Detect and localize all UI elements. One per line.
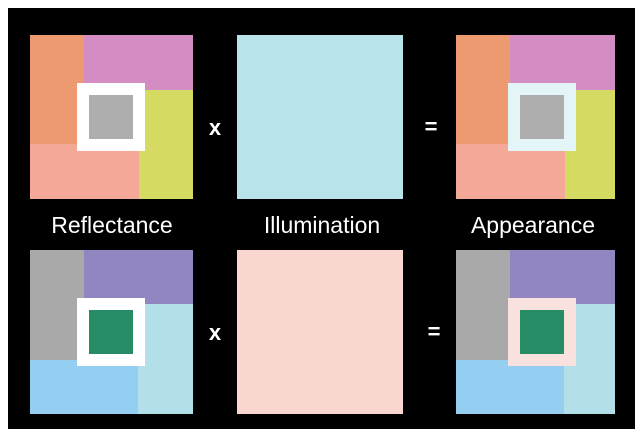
row1-illumination-panel [237, 35, 403, 199]
equals-sign: = [424, 114, 438, 139]
row2-appearance-panel [456, 250, 615, 414]
appearance-label: Appearance [470, 212, 596, 238]
multiply-sign: x [208, 320, 222, 345]
row1-reflectance-panel [30, 35, 193, 199]
row2-illumination-panel [237, 250, 403, 414]
row2-reflectance-panel [30, 250, 193, 414]
appearance-patch-top-left [456, 250, 510, 360]
appearance-center-patch [520, 310, 564, 354]
reflectance-center-patch [89, 310, 133, 354]
reflectance-patch-top-right [84, 35, 193, 90]
appearance-patch-top-right [510, 35, 615, 90]
reflectance-patch-top-left [30, 250, 84, 360]
equals-sign: = [427, 319, 441, 344]
reflectance-patch-bottom-right [138, 304, 193, 414]
reflectance-patch-bottom-left [30, 144, 139, 199]
reflectance-center-patch [89, 95, 133, 139]
appearance-center-patch [520, 95, 564, 139]
multiply-sign: x [208, 115, 222, 140]
appearance-patch-top-right [510, 250, 615, 304]
appearance-patch-bottom-left [456, 144, 565, 199]
appearance-patch-top-left [456, 35, 510, 144]
reflectance-patch-bottom-left [30, 360, 138, 414]
reflectance-patch-bottom-right [139, 90, 193, 199]
reflectance-label: Reflectance [51, 212, 173, 238]
appearance-patch-bottom-left [456, 360, 564, 414]
reflectance-patch-top-left [30, 35, 84, 144]
reflectance-patch-top-right [84, 250, 193, 304]
diagram-canvas: x = Reflectance Illumination Appearance … [8, 8, 635, 429]
row1-appearance-panel [456, 35, 615, 199]
illumination-label: Illumination [263, 212, 381, 238]
